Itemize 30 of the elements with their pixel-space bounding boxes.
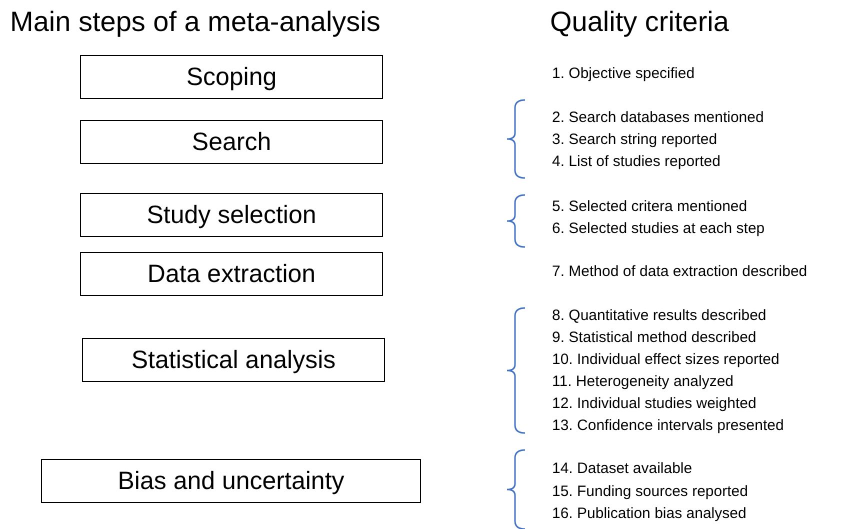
heading: Main steps of a meta-analysis — [10, 6, 380, 38]
criterion-text: 8. Quantitative results described — [552, 307, 766, 324]
criterion-text: 15. Funding sources reported — [552, 483, 748, 500]
criterion-text: 9. Statistical method described — [552, 329, 756, 346]
criterion-text: 5. Selected critera mentioned — [552, 198, 748, 215]
step-label: Bias and uncertainty — [118, 466, 344, 496]
heading: Quality criteria — [550, 6, 729, 38]
step-label: Study selection — [146, 200, 316, 230]
criterion-text: 3. Search string reported — [552, 131, 718, 148]
step-box — [80, 55, 383, 99]
step-box — [41, 459, 421, 503]
criterion-text: 12. Individual studies weighted — [552, 395, 756, 412]
criterion-text: 13. Confidence intervals presented — [552, 417, 784, 434]
step-box — [80, 252, 383, 296]
step-box — [80, 120, 383, 164]
criterion-text: 4. List of studies reported — [552, 153, 720, 170]
criterion-text: 7. Method of data extraction described — [552, 263, 808, 280]
step-label: Data extraction — [147, 260, 316, 288]
criterion-text: 6. Selected studies at each step — [552, 220, 765, 237]
step-box — [80, 193, 383, 237]
criterion-text: 10. Individual effect sizes reported — [552, 351, 780, 368]
criterion-text: 1. Objective specified — [552, 65, 695, 82]
step-label: Scoping — [186, 62, 277, 92]
criterion-text: 11. Heterogeneity analyzed — [552, 373, 734, 390]
step-label: Search — [192, 128, 272, 156]
criterion-text: 16. Publication bias analysed — [552, 505, 746, 522]
step-box — [82, 338, 385, 382]
step-label: Statistical analysis — [131, 346, 336, 374]
criterion-text: 2. Search databases mentioned — [552, 109, 764, 126]
criterion-text: 14. Dataset available — [552, 460, 692, 477]
